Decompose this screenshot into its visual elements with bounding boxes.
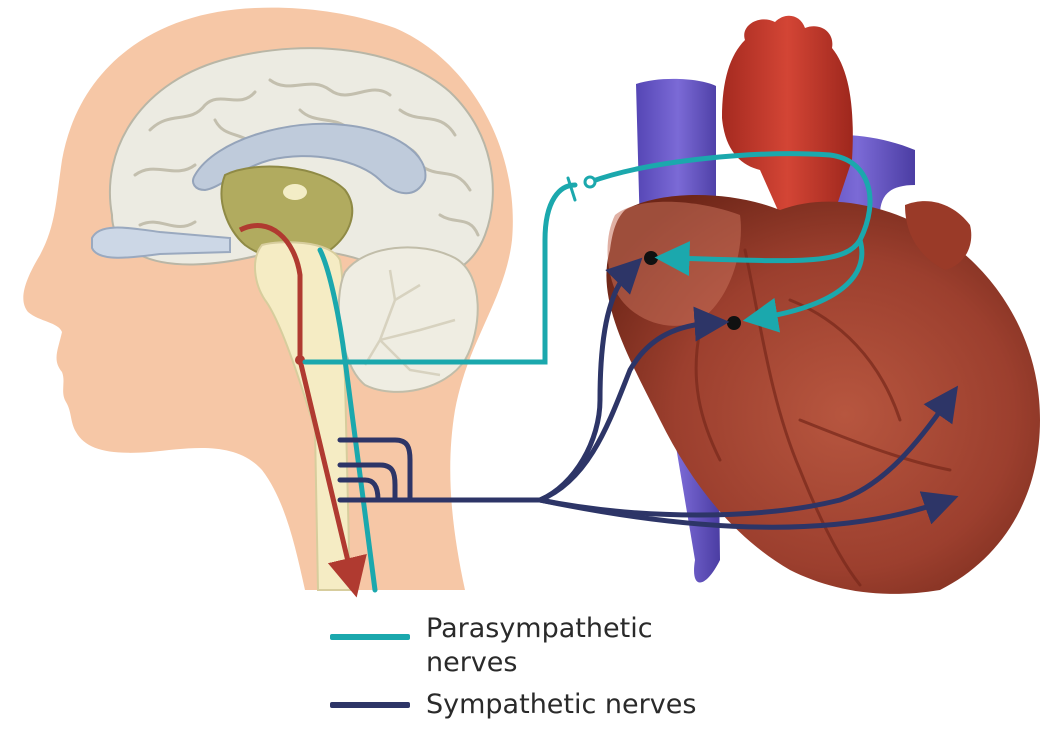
legend-sympathetic: Sympathetic nerves [330,688,696,722]
legend-parasympathetic: Parasympathetic nerves [330,612,653,680]
parasympathetic-label: Parasympathetic nerves [426,612,653,680]
parasympathetic-label-line2: nerves [426,646,653,680]
sa-node [644,251,658,265]
heart [606,16,1040,594]
cerebellum [339,247,478,392]
sympathetic-swatch [330,702,410,708]
thalamus-spot [283,184,307,200]
parasympathetic-label-line1: Parasympathetic [426,612,653,646]
head-profile [23,8,513,590]
sympathetic-label: Sympathetic nerves [426,688,696,722]
heart-innervation-diagram [0,0,1054,600]
sympathetic-label-text: Sympathetic nerves [426,688,696,722]
parasympathetic-swatch [330,634,410,640]
av-node [727,316,741,330]
aorta [722,16,853,220]
